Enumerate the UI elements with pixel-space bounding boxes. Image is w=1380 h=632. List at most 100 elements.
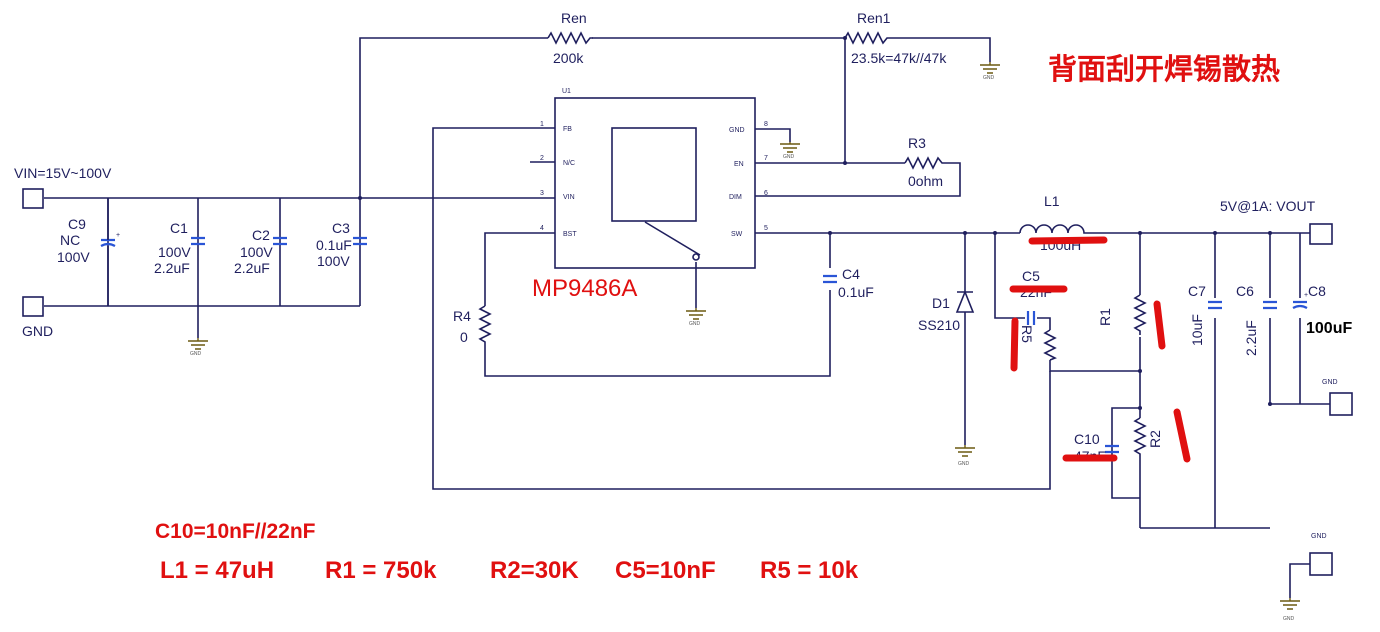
capacitor-c1: C1 100V 2.2uF (154, 220, 205, 276)
note-r1: R1 = 750k (325, 557, 437, 584)
c1-value1: 100V (158, 244, 191, 260)
c3-ref: C3 (332, 220, 350, 236)
pin-num-1: 1 (540, 121, 544, 128)
r1-ref: R1 (1097, 308, 1113, 326)
c6-ref: C6 (1236, 283, 1254, 299)
gnd-ic-pad-label: GND (689, 321, 701, 327)
pin-dim-label: DIM (729, 194, 742, 201)
capacitor-c9: + C9 NC 100V (57, 198, 120, 306)
port-gnd-right2[interactable]: GND (1309, 533, 1333, 576)
r4-ref: R4 (453, 308, 471, 324)
ren1-value: 23.5k=47k//47k (851, 50, 947, 66)
pin-fb-label: FB (563, 126, 572, 133)
pin-vin-label: VIN (563, 194, 575, 201)
pin-num-8: 8 (764, 121, 768, 128)
gnd-ic-pin8: GND (780, 142, 800, 160)
ic-u1: U1 MP9486A FB N/C VIN BST 1 2 3 4 GND EN… (532, 88, 768, 302)
r2-ref: R2 (1147, 430, 1163, 448)
c8-ref: C8 (1308, 283, 1326, 299)
port-vin[interactable]: VIN=15V~100V (14, 165, 112, 209)
capacitor-c3: C3 0.1uF 100V (316, 220, 367, 269)
c3-value2: 100V (317, 253, 350, 269)
c2-value1: 100V (240, 244, 273, 260)
c9-value2: 100V (57, 249, 90, 265)
pin-en-label: EN (734, 161, 744, 168)
wires (44, 37, 1330, 598)
c2-ref: C2 (252, 227, 270, 243)
ground-symbols: GND GND GND GND GND GND (188, 62, 1300, 622)
capacitor-c6: C6 2.2uF (1236, 283, 1277, 356)
gnd-c1: GND (188, 338, 208, 357)
note-r5: R5 = 10k (760, 557, 859, 584)
port-vout-label: 5V@1A: VOUT (1220, 198, 1316, 214)
l1-ref: L1 (1044, 193, 1060, 209)
resistor-r1: R1 (1097, 294, 1147, 335)
pin-num-2: 2 (540, 155, 544, 162)
notes: 背面刮开焊锡散热 C10=10nF//22nF L1 = 47uH R1 = 7… (155, 53, 1280, 584)
port-gnd-left[interactable]: GND (22, 296, 53, 339)
port-gnd-right2-label: GND (1311, 533, 1327, 540)
c1-value2: 2.2uF (154, 260, 190, 276)
gnd-right: GND (1280, 598, 1300, 622)
note-c10: C10=10nF//22nF (155, 520, 316, 543)
c6-value: 2.2uF (1243, 320, 1259, 356)
c4-value: 0.1uF (838, 284, 874, 300)
svg-text:+: + (1304, 292, 1308, 299)
gnd-ic-pad: GND (686, 308, 706, 327)
resistor-r2: R2 (1133, 417, 1163, 458)
port-gnd-right1[interactable]: GND (1322, 379, 1353, 416)
capacitor-c8: + C8 100uF (1292, 283, 1352, 337)
ren-ref: Ren (561, 10, 587, 26)
c10-ref: C10 (1074, 431, 1100, 447)
gnd-right-label: GND (1283, 616, 1295, 622)
capacitor-c4: C4 0.1uF (823, 266, 874, 300)
r4-value: 0 (460, 329, 468, 345)
c7-ref: C7 (1188, 283, 1206, 299)
capacitor-c2: C2 100V 2.2uF (234, 227, 287, 276)
c2-value2: 2.2uF (234, 260, 270, 276)
resistor-ren1: Ren1 23.5k=47k//47k (844, 10, 947, 66)
svg-text:+: + (116, 232, 120, 239)
pin-nc-label: N/C (563, 160, 575, 167)
d1-ref: D1 (932, 295, 950, 311)
r5-ref: R5 (1019, 325, 1035, 343)
c8-value: 100uF (1306, 320, 1352, 337)
note-r2: R2=30K (490, 557, 579, 584)
note-l1: L1 = 47uH (160, 557, 274, 584)
r3-ref: R3 (908, 135, 926, 151)
capacitor-c5: C5 22nF (1020, 268, 1052, 325)
note-c5: C5=10nF (615, 557, 716, 584)
gnd-d1-label: GND (958, 461, 970, 467)
ren1-ref: Ren1 (857, 10, 891, 26)
port-gnd-left-label: GND (22, 323, 53, 339)
port-vout[interactable]: 5V@1A: VOUT (1220, 198, 1333, 245)
ic-ref-label: U1 (562, 88, 571, 95)
c3-value1: 0.1uF (316, 237, 352, 253)
diode-d1: D1 SS210 (918, 289, 975, 333)
c9-value1: NC (60, 232, 80, 248)
gnd-ren1: GND (980, 62, 1000, 81)
resistor-r3: R3 0ohm (904, 135, 945, 189)
resistor-r4: R4 0 (453, 305, 492, 345)
pin-gnd-label: GND (729, 127, 745, 134)
port-vin-label: VIN=15V~100V (14, 165, 112, 181)
ren-value: 200k (553, 50, 584, 66)
gnd-c1-label: GND (190, 351, 202, 357)
pin-sw-label: SW (731, 231, 743, 238)
gnd-d1: GND (955, 445, 975, 467)
c4-ref: C4 (842, 266, 860, 282)
d1-value: SS210 (918, 317, 960, 333)
ic-part-label: MP9486A (532, 275, 637, 302)
red-strike-marks (1009, 236, 1191, 463)
r3-value: 0ohm (908, 173, 943, 189)
port-gnd-right1-label: GND (1322, 379, 1338, 386)
c9-ref: C9 (68, 216, 86, 232)
c5-ref: C5 (1022, 268, 1040, 284)
note-heat: 背面刮开焊锡散热 (1048, 53, 1280, 86)
pin-num-5: 5 (764, 225, 768, 232)
junction-dots (358, 36, 1272, 410)
resistor-r5: R5 (1019, 325, 1057, 361)
pin-num-6: 6 (764, 190, 768, 197)
gnd-ren1-label: GND (983, 75, 995, 81)
